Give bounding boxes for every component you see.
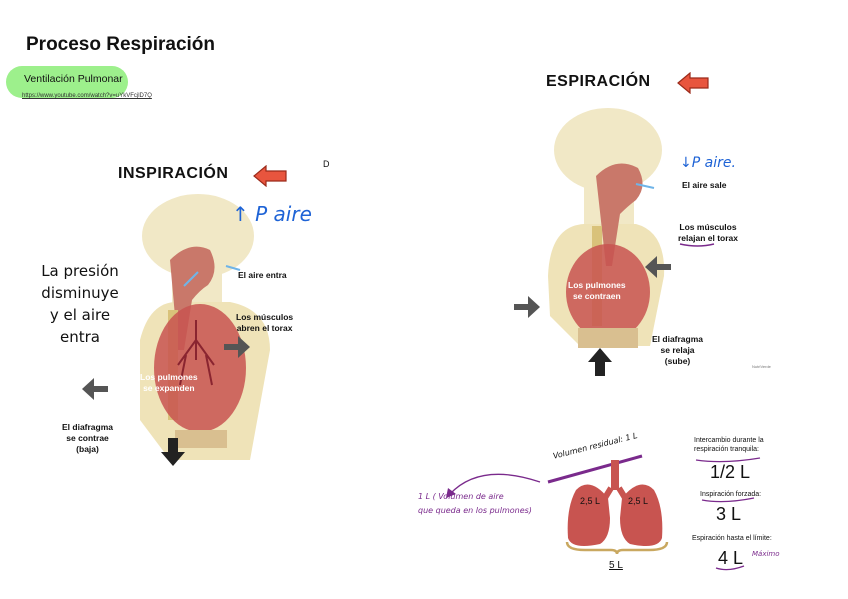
lungs-illustration bbox=[567, 460, 663, 546]
residual-annotation-lines bbox=[446, 454, 643, 498]
link-label[interactable]: Ventilación Pulmonar bbox=[24, 73, 123, 85]
expiration-body-illustration bbox=[548, 108, 665, 348]
right-lung-volume: 2,5 L bbox=[628, 496, 649, 506]
inspiration-air-label: El aire entra bbox=[238, 270, 287, 280]
quiet-breathing-label: Intercambio durante la respiración tranq… bbox=[694, 437, 764, 453]
forced-inspiration-value: 3 L bbox=[716, 504, 742, 524]
inspiration-pressure-note: ↑ P aire bbox=[232, 202, 312, 226]
expiration-air-label: El aire sale bbox=[682, 180, 727, 190]
quiet-breathing-value: 1/2 L bbox=[710, 462, 751, 482]
brace-icon bbox=[565, 541, 669, 555]
arrow-left-icon bbox=[253, 165, 287, 187]
arrow-in-left-icon bbox=[645, 256, 671, 278]
underline-annotations bbox=[695, 457, 761, 571]
left-lung-volume: 2,5 L bbox=[580, 496, 601, 506]
arrow-up-icon bbox=[588, 348, 612, 376]
arrow-out-right-icon bbox=[224, 336, 250, 358]
inspiration-lungs-label: Los pulmones se expanden bbox=[140, 372, 198, 393]
expiration-pressure-note: ↓P aire. bbox=[680, 155, 736, 171]
page-title: Proceso Respiración bbox=[26, 34, 216, 55]
expiration-heading: ESPIRACIÓN bbox=[546, 73, 651, 90]
forced-inspiration-label: Inspiración forzada: bbox=[700, 491, 762, 498]
expiration-diaphragm-label: El diafragma se relaja (sube) bbox=[652, 334, 704, 366]
marker-letter: D bbox=[323, 159, 330, 169]
highlight-marker bbox=[6, 66, 128, 98]
arrow-left-icon bbox=[677, 72, 709, 94]
max-expiration-label: Espiración hasta el límite: bbox=[692, 535, 772, 542]
arrow-in-right-icon bbox=[514, 296, 540, 318]
video-link[interactable]: https://www.youtube.com/watch?v=uYkVFcjl… bbox=[22, 93, 152, 99]
expiration-muscles-label: Los músculos relajan el torax bbox=[678, 222, 739, 243]
expiration-logo: NutriVerde bbox=[752, 364, 771, 369]
arrow-down-icon bbox=[161, 438, 185, 466]
expiration-lungs-label: Los pulmones se contraen bbox=[568, 280, 626, 301]
total-volume: 5 L bbox=[609, 560, 623, 571]
inspiration-diaphragm-label: El diafragma se contrae (baja) bbox=[62, 422, 114, 454]
inspiration-body-illustration bbox=[140, 194, 270, 460]
residual-volume-note: 1 L ( Volumen de aire que queda en los p… bbox=[418, 492, 532, 515]
inspiration-handwritten-note: La presión disminuye y el aire entra bbox=[41, 262, 119, 346]
arrow-out-left-icon bbox=[82, 378, 108, 400]
underline-annotations bbox=[679, 243, 715, 247]
max-expiration-value: 4 L bbox=[718, 548, 744, 568]
inspiration-muscles-label: Los músculos abren el torax bbox=[236, 312, 294, 333]
max-expiration-note: Máximo bbox=[752, 550, 780, 558]
inspiration-heading: INSPIRACIÓN bbox=[118, 165, 229, 182]
